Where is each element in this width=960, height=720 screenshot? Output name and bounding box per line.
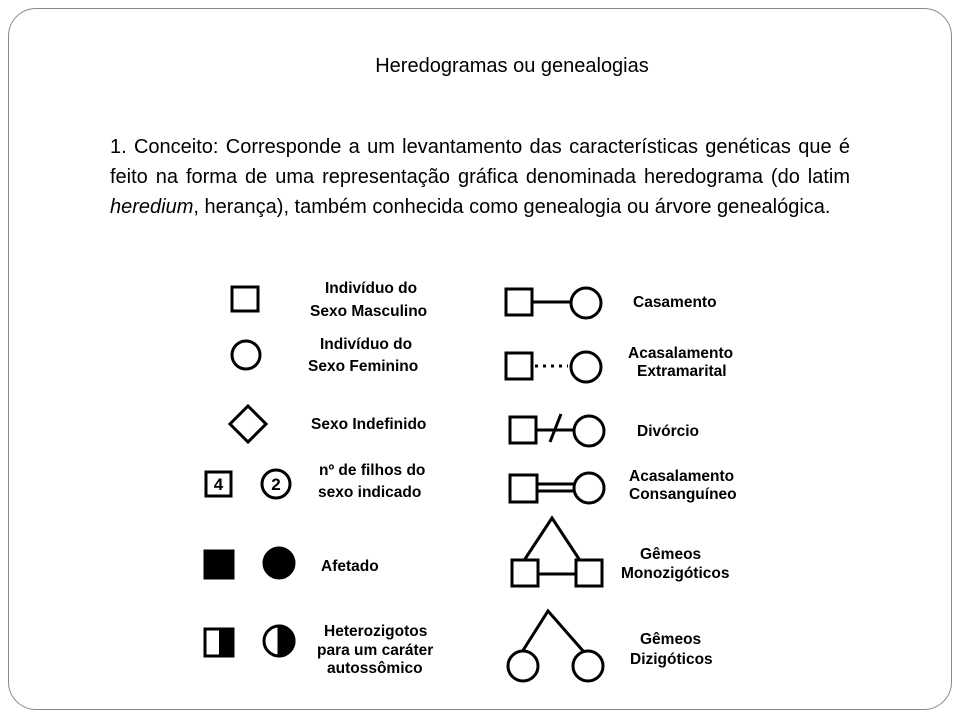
label-female: Indivíduo do Sexo Feminino [308, 336, 418, 375]
divorce-slash-icon [508, 413, 606, 448]
circle-number: 2 [271, 475, 280, 494]
numbered-square-circle-icon [204, 468, 292, 500]
diamond-icon [227, 403, 269, 445]
slide-frame [8, 8, 952, 710]
circle-icon [230, 339, 262, 371]
concept-paragraph: 1. Conceito: Corresponde a um levantamen… [110, 132, 850, 222]
half-filled-square-circle-icon [203, 624, 296, 658]
monozygotic-twins-icon [510, 515, 604, 588]
square-icon [230, 285, 260, 313]
concept-text-2: , herança), também conhecida como geneal… [193, 196, 831, 218]
double-line-icon [508, 471, 606, 505]
label-divorce: Divórcio [637, 423, 699, 440]
concept-italic-term: heredium [110, 196, 194, 218]
concept-text-1: 1. Conceito: Corresponde a um levantamen… [110, 136, 850, 188]
filled-square-circle-icon [203, 546, 296, 580]
marriage-line-icon [504, 286, 603, 320]
label-number-of-children: nº de filhos do sexo indicado [318, 462, 430, 501]
label-marriage: Casamento [633, 294, 717, 311]
label-extramarital: Acasalamento Extramarital [628, 345, 737, 380]
label-undefined-sex: Sexo Indefinido [311, 416, 426, 433]
label-male: Indivíduo do Sexo Masculino [310, 280, 427, 320]
square-number: 4 [214, 475, 224, 494]
dizygotic-twins-icon [506, 608, 605, 683]
label-consanguineous: Acasalamento Consanguíneo [629, 468, 738, 503]
slide-title: Heredogramas ou genealogias [375, 55, 649, 77]
label-monozygotic: Gêmeos Monozigóticos [621, 546, 730, 582]
label-dizygotic: Gêmeos Dizigóticos [630, 631, 713, 668]
label-heterozygous: Heterozigotos para um caráter autossômic… [317, 623, 438, 677]
label-affected: Afetado [321, 558, 379, 575]
dotted-line-icon [504, 350, 603, 384]
